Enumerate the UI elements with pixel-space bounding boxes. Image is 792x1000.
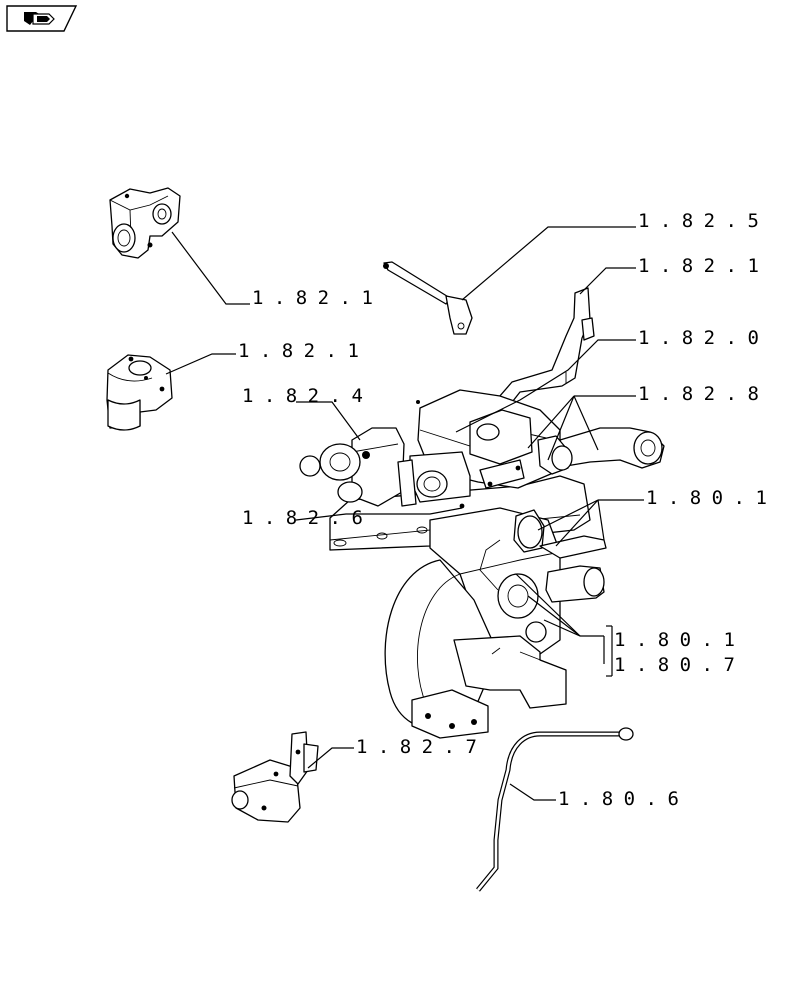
ref-label-1-82-4[interactable]: 1.82.4: [242, 385, 373, 407]
ref-label-1-80-6[interactable]: 1.80.6: [558, 788, 689, 810]
ref-label-1-82-8[interactable]: 1.82.8: [638, 383, 769, 405]
ref-label-1-82-1-solenoid[interactable]: 1.82.1: [238, 340, 369, 362]
solenoid-valve-part: [106, 354, 173, 431]
auxiliary-control-valve-part: [231, 731, 319, 823]
ref-label-1-80-1-upper[interactable]: 1.80.1: [646, 487, 777, 509]
control-rod-part: [383, 261, 473, 335]
reference-labels: 1.82.1 1.82.5 1.82.1 1.82.1 1.82.0 1.82.…: [238, 210, 777, 810]
ref-label-1-82-7[interactable]: 1.82.7: [356, 736, 487, 758]
leader-lines: [165, 226, 644, 801]
gear-train-part: [429, 507, 607, 669]
next-page-arrow-icon[interactable]: [6, 5, 78, 32]
ref-label-1-82-5[interactable]: 1.82.5: [638, 210, 769, 232]
ref-label-1-82-0[interactable]: 1.82.0: [638, 327, 769, 349]
ref-label-1-80-7[interactable]: 1.80.7: [614, 654, 745, 676]
ref-label-1-82-6[interactable]: 1.82.6: [242, 507, 373, 529]
ref-label-1-80-1-lower[interactable]: 1.80.1: [614, 629, 745, 651]
hydraulic-pipe-part: [476, 727, 634, 892]
transmission-housing-part: [384, 559, 567, 739]
ref-label-1-82-1-lever[interactable]: 1.82.1: [638, 255, 769, 277]
ref-label-1-82-1-valve-top[interactable]: 1.82.1: [252, 287, 383, 309]
valve-housing-part: [109, 187, 181, 259]
